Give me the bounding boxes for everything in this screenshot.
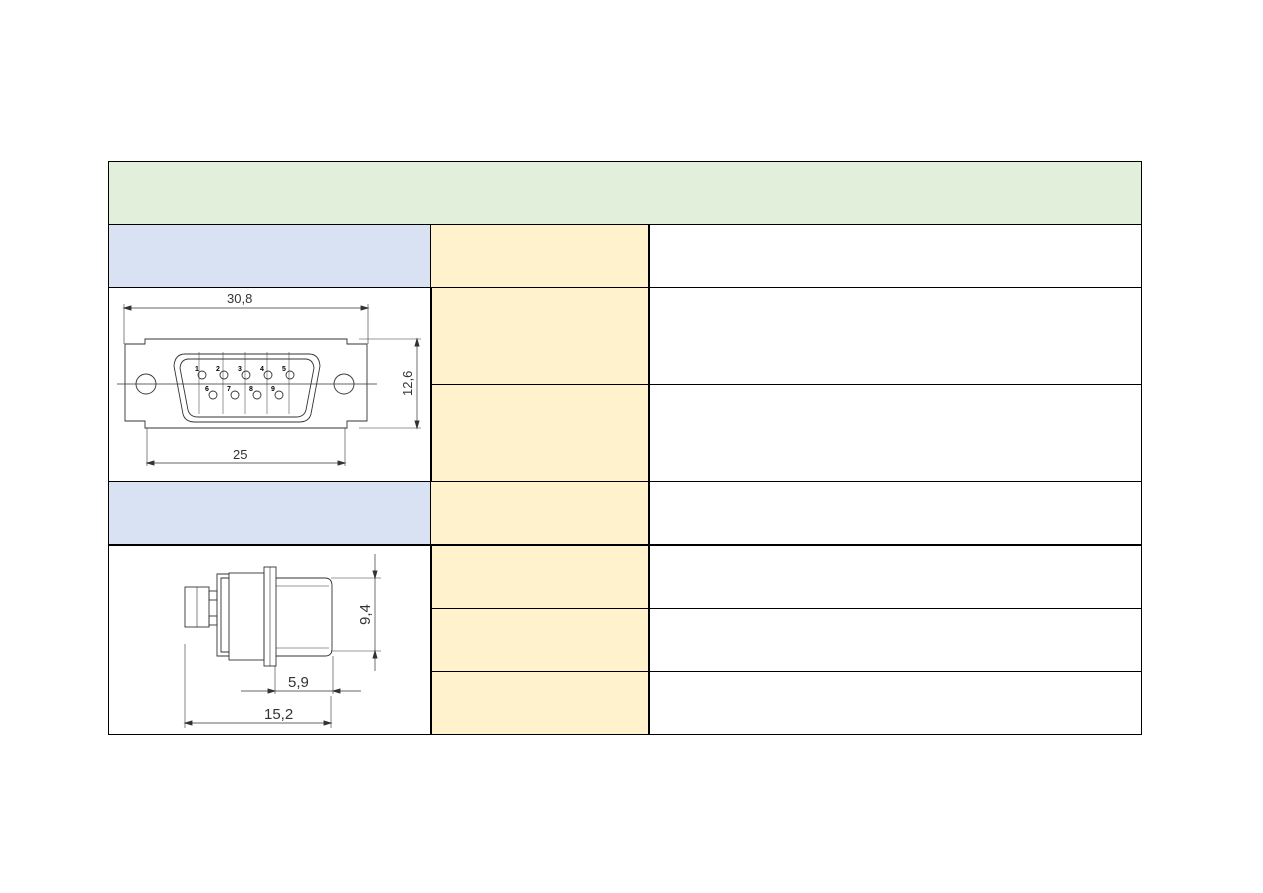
front-view-cell: 30,8 25 12,6 1 2 3 4 5 6 7 8 9 [108, 287, 432, 483]
dim-depth-front: 5,9 [288, 674, 309, 691]
pin-label-2: 2 [216, 366, 220, 373]
property-value-cell [647, 224, 1143, 289]
property-label-cell [430, 607, 650, 672]
pin-label-3: 3 [238, 366, 242, 373]
property-value-cell [647, 607, 1143, 672]
property-value-cell [647, 670, 1143, 736]
pin-label-9: 9 [271, 386, 275, 393]
property-label-cell [430, 224, 650, 289]
section-label-cell-1 [108, 224, 431, 289]
dim-depth-total: 15,2 [264, 706, 293, 723]
side-view-drawing: 9,4 5,9 15,2 [183, 553, 381, 728]
property-value-cell [647, 287, 1143, 386]
side-view-cell: 9,4 5,9 15,2 [108, 543, 432, 735]
dim-height: 12,6 [400, 371, 415, 396]
pin-label-5: 5 [282, 366, 286, 373]
connector-spec-table: 30,8 25 12,6 1 2 3 4 5 6 7 8 9 [107, 160, 1143, 736]
property-value-cell [647, 481, 1143, 546]
dim-width-total: 30,8 [227, 291, 252, 306]
property-value-cell [647, 384, 1143, 483]
property-label-cell [430, 543, 650, 609]
pin-label-8: 8 [249, 386, 253, 393]
section-label-cell-2 [108, 481, 431, 546]
dim-width-shell: 25 [233, 447, 247, 462]
property-label-cell [430, 670, 650, 736]
pin-label-1: 1 [195, 366, 199, 373]
property-label-cell [430, 481, 650, 546]
pin-label-6: 6 [205, 386, 209, 393]
pin-label-7: 7 [227, 386, 231, 393]
front-view-drawing: 30,8 25 12,6 1 2 3 4 5 6 7 8 9 [117, 291, 421, 467]
table-header-row [107, 160, 1143, 226]
property-label-cell [430, 384, 650, 483]
property-label-cell [430, 287, 650, 386]
dim-side-height: 9,4 [357, 604, 374, 625]
pin-label-4: 4 [260, 366, 264, 373]
property-value-cell [647, 543, 1143, 609]
